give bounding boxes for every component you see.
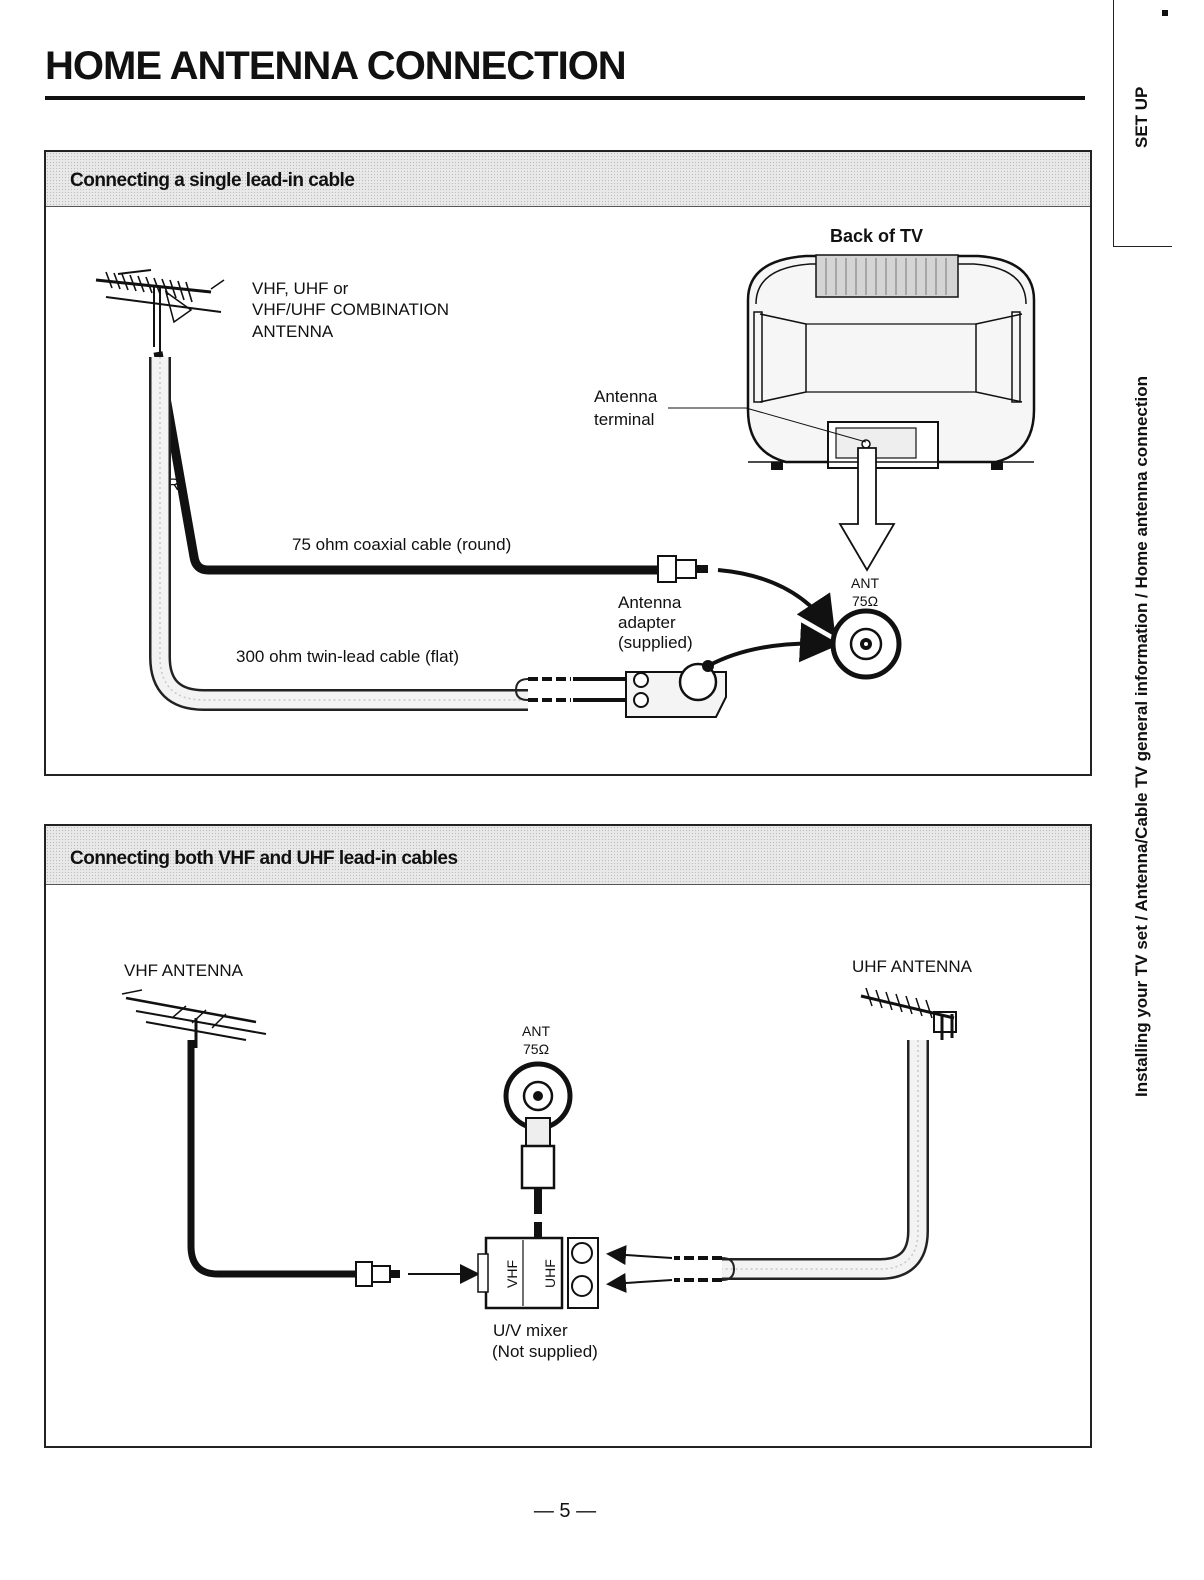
antenna-terminal-label-line2: terminal	[594, 410, 654, 429]
antenna-label-line1: VHF, UHF or	[252, 279, 349, 298]
panel-header: Connecting both VHF and UHF lead-in cabl…	[46, 826, 1090, 885]
vhf-uhf-lead-in-panel: Connecting both VHF and UHF lead-in cabl…	[44, 824, 1092, 1448]
mixer-label-line1: U/V mixer	[493, 1321, 568, 1340]
dual-lead-in-diagram: VHF ANTENNA UHF ANTENNA	[121, 957, 973, 1361]
twin-lead-label: 300 ohm twin-lead cable (flat)	[236, 647, 459, 666]
uhf-antenna-icon	[860, 987, 957, 1040]
single-lead-in-diagram: VHF, UHF or VHF/UHF COMBINATION ANTENNA …	[95, 226, 1036, 718]
vhf-antenna-icon	[121, 989, 267, 1048]
page-number: — 5 —	[533, 1500, 597, 1522]
vhf-coax-cable	[187, 1040, 356, 1278]
single-lead-in-panel: Connecting a single lead-in cable	[44, 150, 1092, 776]
uhf-twin-lead-cable	[722, 1040, 929, 1280]
uv-mixer-icon	[477, 1236, 599, 1310]
page-title: HOME ANTENNA CONNECTION	[45, 44, 627, 88]
ant-label: ANT	[851, 575, 879, 591]
uhf-wires	[674, 1256, 722, 1282]
panel-header: Connecting a single lead-in cable	[46, 152, 1090, 207]
mixer-label-line2: (Not supplied)	[492, 1342, 598, 1361]
down-arrow-icon	[838, 447, 896, 572]
ant-impedance-label: 75Ω	[852, 593, 878, 609]
side-caption: Installing your TV set / Antenna/Cable T…	[1132, 375, 1151, 1097]
vhf-antenna-label: VHF ANTENNA	[124, 961, 244, 980]
coax-cable-label: 75 ohm coaxial cable (round)	[292, 535, 511, 554]
adapter-label-line1: Antenna	[618, 593, 682, 612]
side-tab-label: SET UP	[1132, 86, 1151, 148]
ant-terminal-icon	[503, 1061, 573, 1131]
twin-lead-wires	[528, 677, 636, 702]
adapter-label-line3: (supplied)	[618, 633, 693, 652]
ant-impedance-label: 75Ω	[523, 1041, 549, 1057]
antenna-terminal-leader	[668, 407, 867, 443]
antenna-terminal-label-line1: Antenna	[594, 387, 658, 406]
coaxial-cable	[153, 351, 658, 575]
antenna-label-line2: VHF/UHF COMBINATION	[252, 300, 449, 319]
mixer-uhf-label: UHF	[542, 1259, 558, 1288]
antenna-adapter-icon	[625, 660, 727, 718]
tab-marker	[1162, 10, 1168, 16]
title-rule	[45, 96, 1085, 100]
coax-connector-icon	[657, 555, 708, 583]
adapter-label-line2: adapter	[618, 613, 676, 632]
coax-to-ant-arrow	[717, 568, 836, 637]
adapter-to-ant-arrow	[707, 622, 840, 668]
antenna-icon	[95, 269, 225, 357]
panel-heading: Connecting both VHF and UHF lead-in cabl…	[70, 848, 458, 869]
tv-back-icon	[746, 254, 1036, 470]
uhf-antenna-label: UHF ANTENNA	[852, 957, 973, 976]
antenna-label-line3: ANTENNA	[252, 322, 334, 341]
mixer-output-plug	[520, 1117, 556, 1238]
back-of-tv-label: Back of TV	[830, 226, 923, 246]
ant-terminal-icon	[830, 608, 902, 680]
vhf-coax-connector-icon	[355, 1261, 400, 1287]
mixer-vhf-label: VHF	[504, 1260, 520, 1288]
ant-label: ANT	[522, 1023, 550, 1039]
panel-heading: Connecting a single lead-in cable	[70, 170, 355, 191]
section-tab	[1113, 0, 1172, 247]
